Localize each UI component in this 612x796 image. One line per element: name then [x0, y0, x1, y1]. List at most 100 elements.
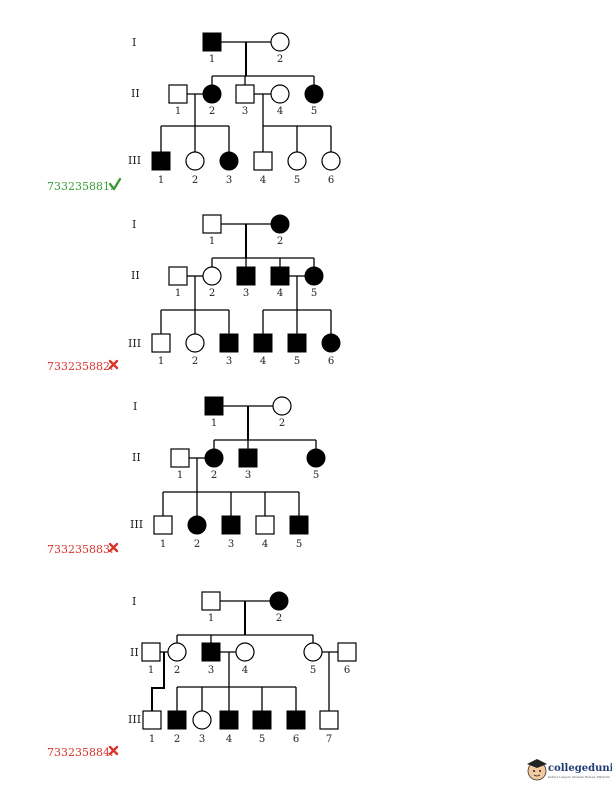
individual-circle [270, 84, 290, 104]
brand-tagline: India's Largest Student Review Platform [548, 775, 610, 779]
sibship-line [176, 686, 297, 711]
individual-square [151, 333, 171, 353]
gen-label-2: II [130, 646, 139, 659]
individual-number: 4 [226, 734, 232, 745]
individual-number: 5 [294, 356, 300, 367]
individual-square [221, 515, 241, 535]
individual-circle [167, 642, 187, 662]
individual-number: 6 [328, 356, 334, 367]
sibship-line [162, 491, 300, 516]
individual-square [201, 642, 221, 662]
gen-label-2: II [132, 451, 141, 464]
individual-number: 2 [277, 54, 283, 65]
pedigree-1: I II III 1 2 1 2 3 4 5 1 2 3 [47, 32, 341, 193]
individual-square [204, 396, 224, 416]
individual-circle [269, 591, 289, 611]
individual-circle [204, 448, 224, 468]
option-id: 733235884. [47, 746, 113, 759]
individual-square [236, 266, 256, 286]
individual-number: 3 [243, 288, 249, 299]
individual-circle [192, 710, 212, 730]
individual-square [319, 710, 339, 730]
individual-number: 2 [209, 288, 215, 299]
individual-square [202, 214, 222, 234]
individual-number: 3 [228, 539, 234, 550]
gen-label-3: III [128, 337, 141, 350]
individual-number: 2 [174, 665, 180, 676]
individual-number: 6 [344, 665, 350, 676]
gen-label-1: I [132, 218, 136, 231]
gen-label-2: II [131, 87, 140, 100]
gen-label-3: III [130, 518, 143, 531]
individual-circle [185, 333, 205, 353]
individual-number: 1 [158, 356, 164, 367]
gen-label-2: II [131, 269, 140, 282]
individual-number: 1 [209, 54, 215, 65]
option-id: 733235882. [47, 360, 113, 373]
cross-icon [108, 745, 119, 756]
individual-number: 4 [262, 539, 268, 550]
individual-number: 2 [211, 470, 217, 481]
individual-square [142, 710, 162, 730]
individual-square [252, 710, 272, 730]
brand-name: collegedunia [548, 763, 612, 774]
individual-number: 2 [209, 106, 215, 117]
individual-number: 5 [259, 734, 265, 745]
gen-label-1: I [132, 36, 136, 49]
brand-logo: collegedunia India's Largest Student Rev… [527, 759, 612, 781]
individual-circle [304, 84, 324, 104]
individual-circle [272, 396, 292, 416]
individual-number: 1 [211, 418, 217, 429]
individual-number: 5 [311, 106, 317, 117]
pedigree-4: I II III 1 2 1 2 3 4 5 6 1 2 3 [47, 591, 357, 759]
individual-square [153, 515, 173, 535]
individual-square [253, 333, 273, 353]
individual-square [170, 448, 190, 468]
individual-square [337, 642, 357, 662]
individual-square [289, 515, 309, 535]
individual-number: 3 [242, 106, 248, 117]
individual-number: 1 [208, 613, 214, 624]
individual-number: 1 [149, 734, 155, 745]
individual-number: 4 [260, 356, 266, 367]
sibship-line [262, 309, 332, 334]
individual-number: 2 [174, 734, 180, 745]
sibship-line [211, 75, 315, 86]
check-icon [108, 177, 122, 191]
individual-square [219, 333, 239, 353]
individual-number: 3 [226, 175, 232, 186]
cross-icon [108, 542, 119, 553]
individual-square [255, 515, 275, 535]
individual-number: 3 [226, 356, 232, 367]
individual-number: 1 [177, 470, 183, 481]
individual-number: 1 [160, 539, 166, 550]
individual-number: 1 [148, 665, 154, 676]
individual-number: 1 [158, 175, 164, 186]
individual-square [141, 642, 161, 662]
individual-number: 5 [294, 175, 300, 186]
sibship-line [262, 125, 332, 153]
individual-circle [306, 448, 326, 468]
individual-number: 3 [245, 470, 251, 481]
individual-square [151, 151, 171, 171]
sibship-line [176, 634, 314, 644]
sibship-line [160, 125, 230, 153]
individual-square [167, 710, 187, 730]
individual-square [235, 84, 255, 104]
individual-number: 6 [293, 734, 299, 745]
pedigree-3: I II III 1 2 1 2 3 5 1 2 3 4 5 733235883… [47, 396, 326, 556]
individual-circle [270, 32, 290, 52]
sibship-line [213, 439, 317, 449]
individual-square [219, 710, 239, 730]
sibship-line [160, 309, 230, 334]
individual-number: 4 [277, 106, 283, 117]
individual-number: 1 [175, 106, 181, 117]
sibship-line [211, 257, 315, 267]
individual-number: 5 [296, 539, 302, 550]
individual-square [168, 84, 188, 104]
individual-circle [304, 266, 324, 286]
individual-number: 5 [310, 665, 316, 676]
individual-square [270, 266, 290, 286]
